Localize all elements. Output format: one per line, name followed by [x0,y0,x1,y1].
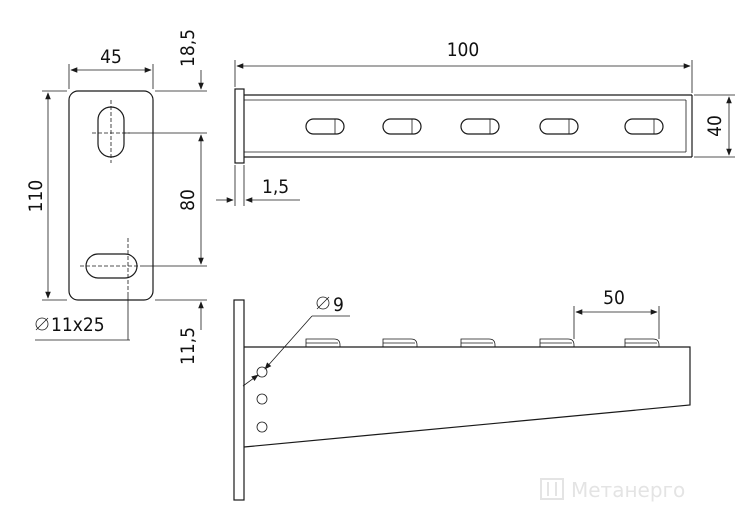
bottom-offset-label: 11,5 [177,327,199,365]
slot-size-label: 11x25 [51,314,105,336]
arm-slots [305,118,664,135]
watermark-text: Метанерго [571,478,685,502]
dim-thickness: 1,5 [216,165,300,206]
side-hole-2 [256,393,268,405]
hole-callout: 9 [242,294,350,387]
side-tabs [305,338,660,347]
hole-size-label: 9 [333,294,344,316]
plate-height-label: 110 [25,180,47,213]
dim-plate-height: 110 [25,90,67,301]
hole-spacing-label: 80 [177,189,199,211]
watermark: Метанерго [540,478,685,502]
diameter-icon [35,317,49,331]
arm-top-view [234,88,693,164]
bracket-side-view [233,299,691,501]
dim-plate-width: 45 [68,46,154,89]
side-hole-1 [256,366,268,378]
side-hole-3 [256,421,268,433]
thickness-label: 1,5 [262,176,289,198]
arm-length-label: 100 [447,39,480,61]
dim-slot-pitch: 50 [573,287,660,339]
dim-chain-right: 18,5 80 11,5 [124,29,207,365]
dim-arm-height: 40 [694,94,735,158]
plate-width-label: 45 [100,46,122,68]
arm-height-label: 40 [704,115,726,137]
slot-callout: 11x25 [35,292,130,341]
dim-arm-length: 100 [234,39,693,93]
plate-front-view [68,90,154,301]
diameter-icon [316,296,330,310]
top-offset-label: 18,5 [177,29,199,67]
slot-pitch-label: 50 [603,287,625,309]
